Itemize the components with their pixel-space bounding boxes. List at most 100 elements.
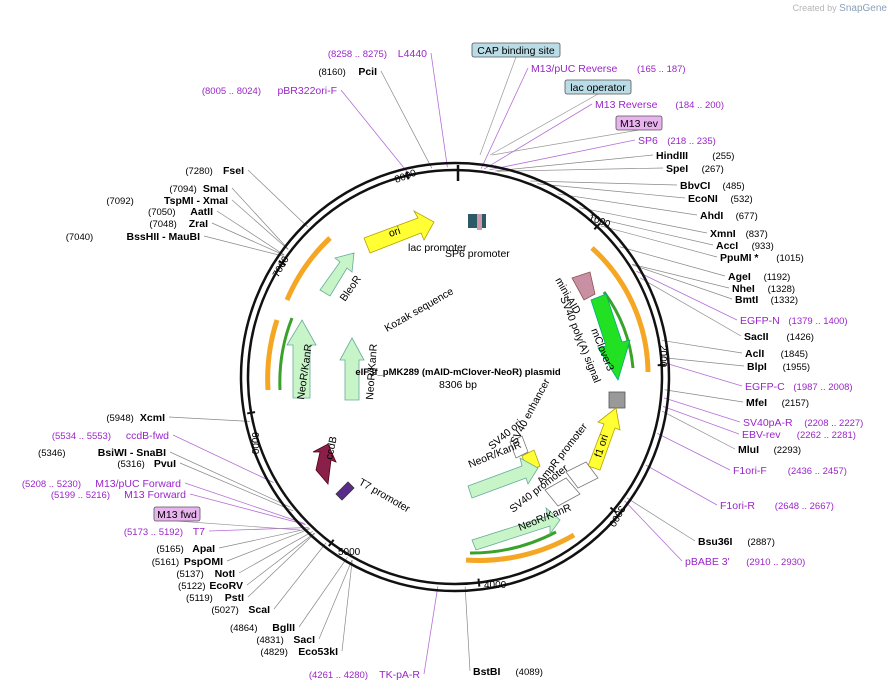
tick-6000: 6000 (249, 432, 260, 455)
t7-promoter-mark (335, 481, 355, 501)
feature-box (153, 506, 201, 522)
map-labels: 10002000300040005000600070008000HindIII(… (22, 48, 864, 681)
enzyme-label-right: XmnI (710, 228, 736, 240)
enzyme-position-right: (255) (712, 151, 734, 162)
green-arc-left (278, 317, 294, 391)
enzyme-position-right: (933) (752, 241, 774, 252)
enzyme-label-left: EcoRV (209, 580, 243, 592)
enzyme-position-left: (5948) (106, 413, 133, 424)
feature-label-left: L4440 (398, 48, 427, 60)
enzyme-position-left: (7280) (185, 166, 212, 177)
enzyme-label-left: PvuI (154, 458, 176, 470)
plasmid-size: 8306 bp (439, 379, 477, 391)
leader-feature (663, 397, 741, 423)
enzyme-label-left: PspOMI (184, 556, 223, 568)
leader-box (479, 56, 517, 156)
tick-2000: 2000 (657, 345, 668, 368)
leader-feature (423, 586, 439, 675)
enzyme-label-left: ZraI (189, 218, 208, 230)
neokanr-orange-arc-right (590, 246, 651, 373)
feature-position-left: (8005 .. 8024) (202, 86, 261, 97)
neokanr-arrow-lower (467, 457, 539, 499)
enzyme-position-left: (4864) (230, 623, 257, 634)
feature-box-label: M13 rev (620, 118, 659, 130)
leader-enzyme (168, 416, 250, 422)
plasmid-name: eIF3f_pMK289 (mAID-mClover-NeoR) plasmid (355, 367, 561, 378)
enzyme-position-right: (485) (723, 181, 745, 192)
enzyme-label-left: BsiWI - SnaBI (98, 447, 166, 459)
inner-feature-label: lac promoter (408, 242, 467, 254)
feature-box-label: M13 fwd (157, 509, 197, 521)
inner-feature-label: T7 promoter (357, 476, 413, 515)
enzyme-label-right: SpeI (666, 163, 688, 175)
leader-enzyme (218, 528, 310, 549)
enzyme-position-right: (2157) (782, 398, 809, 409)
ampr-promoter-arrow (544, 477, 581, 507)
f1-ori-arrow (587, 407, 621, 471)
enzyme-position-left: (4831) (256, 635, 283, 646)
enzyme-position-right: (1426) (787, 332, 814, 343)
sv40-ori-box (509, 435, 529, 459)
enzyme-position-right: (4089) (516, 667, 543, 678)
orange-arc-left-top (284, 236, 332, 301)
tick-mark-5000 (328, 539, 335, 547)
leader-enzyme (246, 532, 315, 586)
leader-enzyme (247, 533, 316, 598)
feature-label-right: pBABE 3' (685, 556, 730, 568)
inner-feature-label: SV40 enhancer (508, 376, 553, 446)
leader-feature (430, 52, 448, 168)
leader-feature (664, 362, 743, 387)
enzyme-label-right: Bsu36I (698, 536, 733, 548)
enzyme-position-left: (7050) (148, 207, 175, 218)
leader-enzyme (619, 246, 726, 277)
enzyme-position-left: (5316) (117, 459, 144, 470)
enzyme-position-right: (1845) (781, 349, 808, 360)
sv40-polya-box (608, 391, 626, 409)
brand-product: SnapGene (839, 3, 887, 14)
enzyme-label-right: HindIII (656, 150, 688, 162)
enzyme-label-left: BssHII - MauBI (126, 231, 200, 243)
orange-arc-left (265, 319, 280, 391)
ccdb-arrow (312, 443, 337, 485)
orange-arc-bottom (465, 532, 576, 563)
leader-feature (480, 67, 529, 169)
leader-enzyme (273, 542, 327, 610)
enzyme-label-left: PstI (225, 592, 244, 604)
backbone-outer (239, 161, 671, 593)
neokanr-arrow-left (286, 319, 317, 399)
enzyme-position-right: (267) (702, 164, 724, 175)
enzyme-position-left: (5137) (176, 569, 203, 580)
enzyme-position-left: (4829) (260, 647, 287, 658)
feature-position-right: (2436 .. 2457) (788, 466, 847, 477)
enzyme-label-left: SmaI (203, 183, 228, 195)
feature-label-right: EGFP-N (740, 315, 780, 327)
enzyme-label-right: AccI (716, 240, 738, 252)
leader-enzyme (203, 235, 284, 257)
enzyme-label-left: XcmI (140, 412, 165, 424)
enzyme-position-left: (5165) (156, 544, 183, 555)
feature-box (564, 79, 632, 95)
feature-graphics (265, 209, 651, 563)
enzyme-label-left: ScaI (248, 604, 270, 616)
feature-label-left: M13 Forward (124, 489, 186, 501)
tick-mark-6000 (246, 411, 256, 415)
leader-enzyme (247, 169, 309, 228)
leader-enzyme (664, 357, 745, 367)
neokanr-green-arc-right (602, 291, 635, 369)
leader-enzyme (639, 277, 742, 337)
leader-feature (636, 270, 738, 321)
enzyme-label-right: BstBI (473, 666, 501, 678)
tick-mark-8000 (405, 171, 410, 180)
leader-feature (189, 493, 306, 526)
feature-position-right: (1987 .. 2008) (793, 382, 852, 393)
enzyme-label-left: PciI (358, 66, 377, 78)
enzyme-label-left: BglII (272, 622, 295, 634)
feature-label-right: EGFP-C (745, 381, 785, 393)
neokanr-arrow-bottom (471, 506, 561, 551)
enzyme-label-left: TspMI - XmaI (164, 195, 228, 207)
leader-feature (172, 434, 274, 483)
feature-label-right: F1ori-F (733, 465, 767, 477)
leader-lines (168, 52, 745, 675)
inner-feature-label: BleoR (338, 273, 364, 304)
